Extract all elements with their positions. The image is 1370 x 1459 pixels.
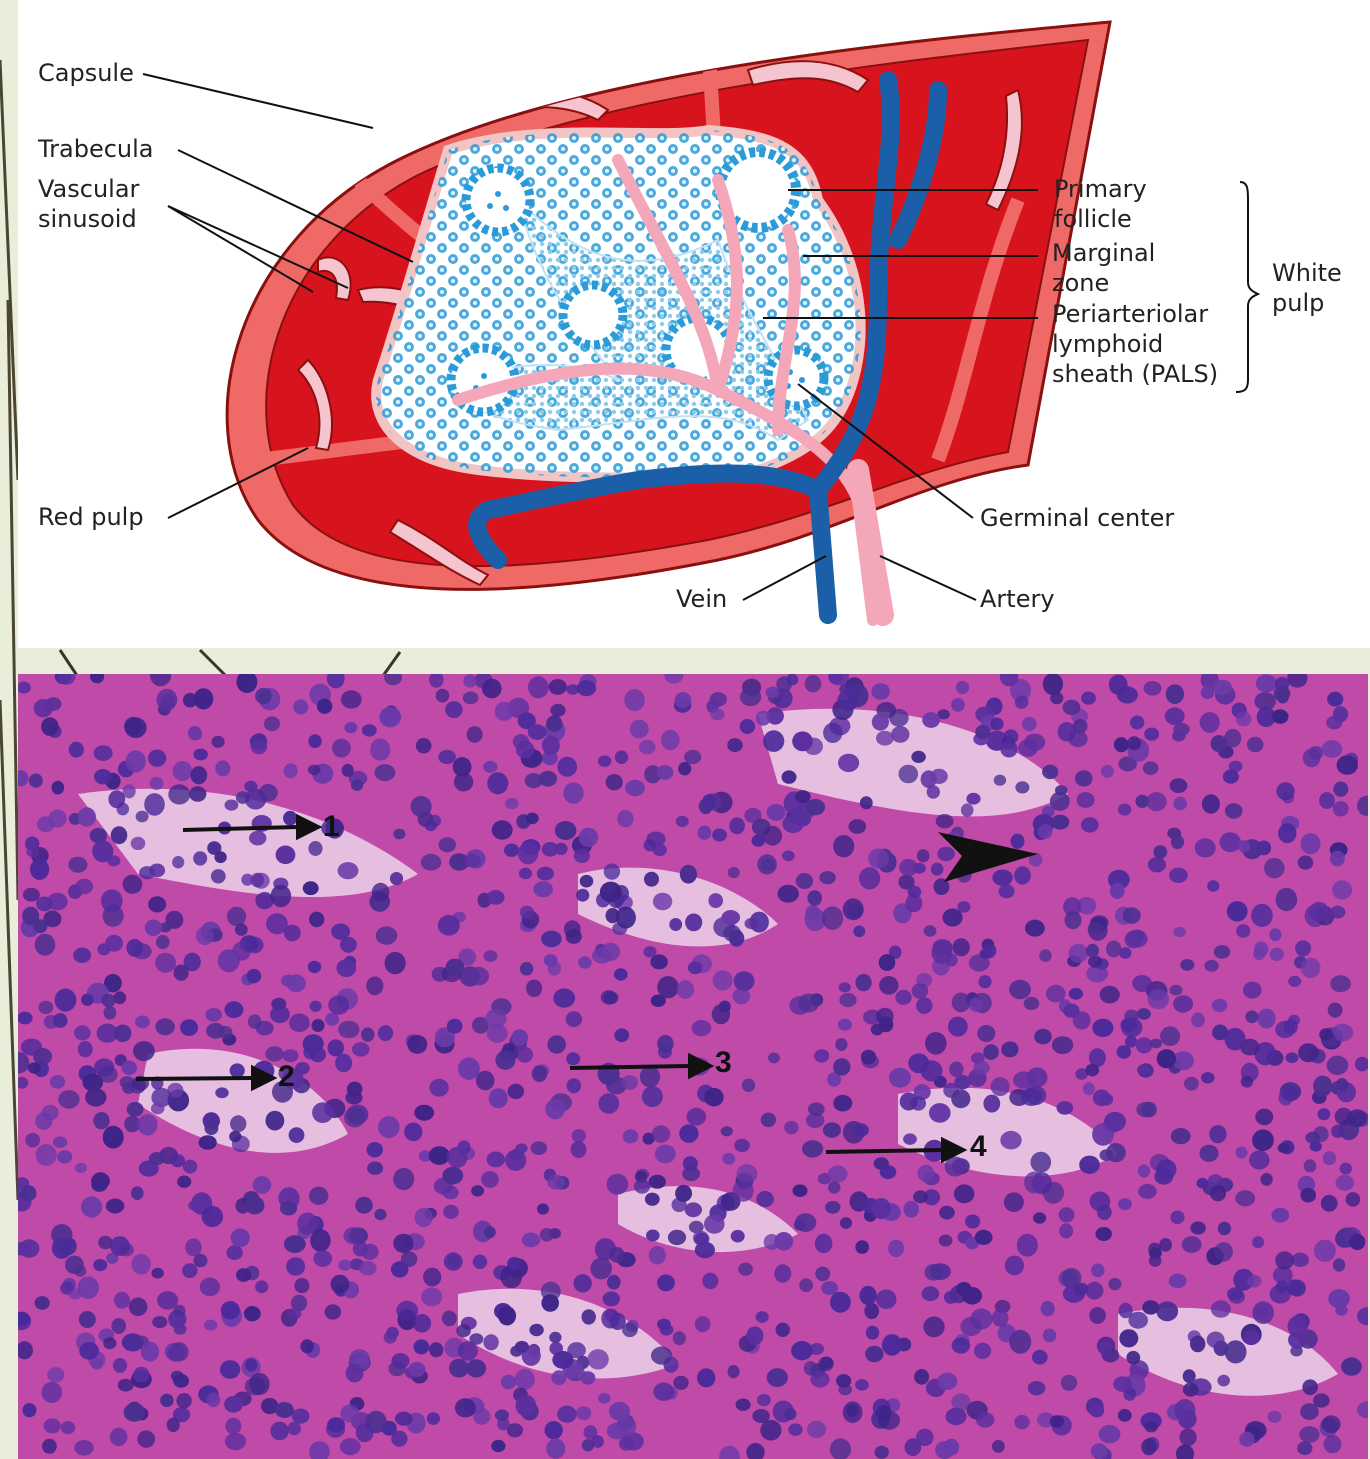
label-marginal-zone: Marginal zone <box>1052 239 1156 297</box>
spleen-diagram-panel: Capsule Trabecula Vascular sinusoid Red … <box>18 0 1370 648</box>
arrow-4 <box>825 1136 968 1164</box>
label-vascular-sinusoid: Vascular sinusoid <box>38 175 140 233</box>
marker-3: 3 <box>715 1046 732 1079</box>
vein <box>468 71 947 624</box>
label-red-pulp: Red pulp <box>38 503 144 531</box>
marker-arrows <box>135 813 1038 1164</box>
spleen-illustration <box>142 20 1261 626</box>
label-germinal-center: Germinal center <box>980 504 1175 532</box>
label-artery: Artery <box>980 585 1055 613</box>
arrow-3 <box>569 1052 715 1080</box>
label-vein: Vein <box>676 585 728 613</box>
central-arteriole <box>452 154 879 626</box>
label-white-pulp: White pulp <box>1272 259 1342 317</box>
label-trabecula: Trabecula <box>38 135 154 163</box>
spleen-micrograph-panel: 1 2 3 4 <box>18 674 1368 1459</box>
marker-4: 4 <box>970 1130 987 1163</box>
label-pals: Periarteriolar lymphoid sheath (PALS) <box>1052 300 1219 388</box>
arrow-2 <box>135 1064 278 1092</box>
leader-lines <box>142 73 1261 601</box>
arrowhead-marker <box>938 832 1038 882</box>
micrograph-image <box>18 674 1368 1459</box>
label-primary-follicle: Primary follicle <box>1054 175 1147 233</box>
marker-2: 2 <box>278 1060 295 1093</box>
arrow-1 <box>182 813 323 841</box>
marker-1: 1 <box>323 810 340 843</box>
label-capsule: Capsule <box>38 59 134 87</box>
artery <box>847 459 894 626</box>
cell-nuclei <box>18 674 1368 1459</box>
